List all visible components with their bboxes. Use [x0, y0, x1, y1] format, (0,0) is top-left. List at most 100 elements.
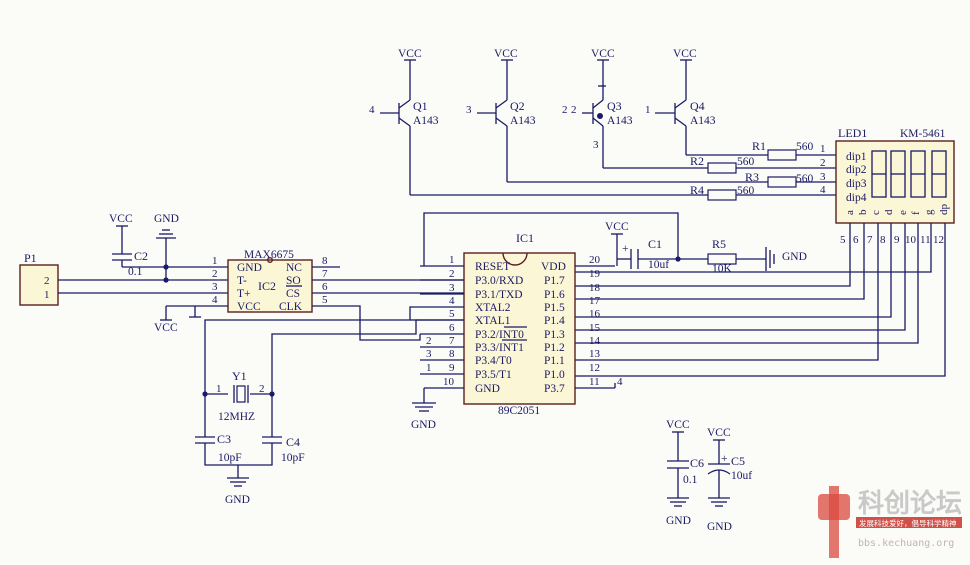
ic1-pin-num: 16	[589, 308, 601, 320]
ic1-pin-num: 6	[449, 322, 455, 334]
ic2-pin-name: NC	[286, 262, 302, 274]
r5-ref: R5	[712, 237, 726, 251]
ic2-pin-num: 2	[212, 268, 218, 280]
watermark-tagline: 发展科技爱好，倡导科学精神	[859, 518, 957, 528]
q4-part: A143	[690, 115, 716, 127]
c5-value: 10uf	[731, 470, 752, 482]
seg-c-label: c	[870, 210, 882, 215]
p37-net-label: 4	[617, 376, 623, 388]
seg-g-label: g	[923, 209, 935, 215]
ic1-pin-num: 12	[589, 362, 600, 374]
ic1-pin-name: P3.1/TXD	[475, 289, 523, 301]
vcc-label: VCC	[666, 419, 690, 431]
c6-value: 0.1	[683, 474, 698, 486]
q3-ref: Q3	[607, 99, 622, 113]
seg-d-label: d	[883, 209, 895, 215]
q1-base-pin: 4	[369, 104, 375, 116]
dip2-label: dip2	[846, 164, 867, 176]
r1-value: 560	[796, 141, 814, 153]
ic1-pin-name: GND	[475, 383, 500, 395]
led-display: LED1 KM-5461 dip1 dip2 dip3 dip4 a b c d…	[575, 126, 955, 377]
ic1-pin-name: RESET	[475, 261, 510, 273]
ic1-pin-num: 15	[589, 322, 601, 334]
ic2-max6675: MAX6675 IC2 1 2 3 4 8 7 6 5 GND T- T+ VC…	[154, 249, 464, 341]
p1-ref: P1	[24, 251, 37, 265]
ic2-pin-name: T-	[237, 275, 247, 287]
ic1-pin-num: 2	[449, 268, 455, 280]
dip4-label: dip4	[846, 192, 867, 204]
vcc-label: VCC	[605, 221, 629, 233]
watermark: 科创论坛 发展科技爱好，倡导科学精神 bbs.kechuang.org	[818, 486, 962, 558]
led-pin-4: 4	[820, 184, 826, 196]
c4-value: 10pF	[281, 452, 305, 464]
ic1-ref: IC1	[516, 231, 534, 245]
net-label: 3	[426, 348, 432, 360]
y1-ref: Y1	[232, 369, 247, 383]
ic2-ref: IC2	[258, 279, 276, 293]
ic1-gnd: GND	[411, 383, 616, 431]
led-part: KM-5461	[900, 128, 946, 140]
connector-p1: P1 2 1	[19, 251, 228, 306]
ic1-pin-name: P1.3	[544, 329, 565, 341]
c2-value: 0.1	[128, 266, 143, 278]
transistor-q1: VCC 4 Q1 A143	[369, 48, 439, 195]
ic1-pin-num: 13	[589, 348, 601, 360]
c1-ref: C1	[648, 237, 662, 251]
q3-base-pin: 2	[562, 104, 568, 116]
seg-pin-10: 10	[905, 234, 917, 246]
ic2-pin-name: SO	[286, 275, 301, 287]
ic2-pin-num: 4	[212, 294, 218, 306]
capacitor-c2: VCC C2 0.1 GND	[109, 213, 228, 283]
ic1-pin-name: P1.5	[544, 302, 565, 314]
q3-part: A143	[607, 115, 633, 127]
ic1-pin-num: 20	[589, 254, 601, 266]
ic2-pin-num: 6	[322, 281, 328, 293]
net-label: 2	[426, 335, 432, 347]
seg-b-label: b	[857, 209, 869, 215]
ic1-pin-name: VDD	[541, 261, 566, 273]
c1-plus: +	[622, 243, 629, 255]
reset-network: VCC + C1 10uf R5 10K GND	[423, 212, 807, 275]
p1-pin-1: 1	[44, 289, 50, 301]
q1-ref: Q1	[413, 99, 428, 113]
seg-pin-11: 11	[920, 234, 931, 246]
seg-pin-12: 12	[933, 234, 944, 246]
ic1-pin-num: 19	[589, 268, 601, 280]
q1-part: A143	[413, 115, 439, 127]
c3-value: 10pF	[218, 452, 242, 464]
y1-pin-2: 2	[259, 383, 265, 395]
seg-pin-5: 5	[840, 234, 846, 246]
ic2-pin-name: T+	[237, 288, 251, 300]
gnd-label: GND	[707, 521, 732, 533]
vcc-label: VCC	[707, 427, 731, 439]
gnd-label: GND	[154, 213, 179, 225]
ic1-pin-num: 7	[449, 335, 455, 347]
ic2-pin-num: 3	[212, 281, 218, 293]
seg-dp-label: dp	[938, 204, 950, 216]
ic2-pin-num: 1	[212, 255, 218, 267]
q2-ref: Q2	[510, 99, 525, 113]
ic1-pin-name: XTAL1	[475, 315, 511, 327]
kechuang-logo-icon	[818, 486, 850, 558]
r2-value: 560	[737, 156, 755, 168]
y1-value: 12MHZ	[218, 411, 255, 423]
ic1-pin-name: P3.0/RXD	[475, 275, 523, 287]
c5-ref: C5	[731, 454, 745, 468]
q4-ref: Q4	[690, 99, 705, 113]
ic1-pin-name: P1.1	[544, 355, 565, 367]
capacitor-c6: VCC C6 0.1 GND	[666, 419, 704, 527]
c3-ref: C3	[217, 432, 231, 446]
p1-pin-2: 2	[44, 275, 50, 287]
q3-base-pin-2: 2	[571, 104, 577, 116]
ic2-part: MAX6675	[244, 249, 294, 261]
seg-pin-7: 7	[867, 234, 873, 246]
dip3-label: dip3	[846, 178, 867, 190]
resistor-r3: R3 560 3	[507, 170, 836, 188]
capacitor-c5: VCC + C5 10uf GND	[707, 427, 752, 533]
r3-ref: R3	[745, 170, 759, 184]
r5-value: 10K	[712, 263, 733, 275]
transistor-q4: VCC 1 Q4 A143	[645, 48, 716, 155]
resistor-r2: R2 560 2	[603, 154, 836, 174]
ic1-pin-name: P3.7	[544, 383, 565, 395]
watermark-url: bbs.kechuang.org	[858, 538, 954, 549]
